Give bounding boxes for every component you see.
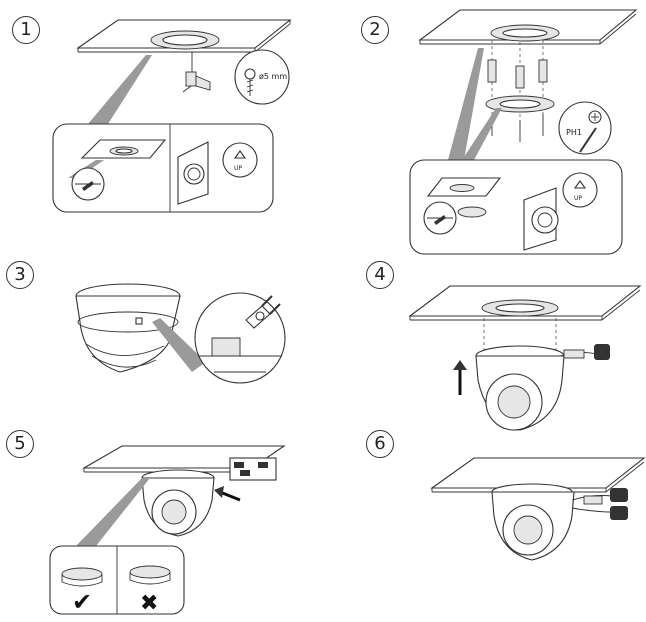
step-3-number: 3 — [6, 261, 34, 289]
drill-size-label: ø5 mm — [259, 72, 287, 81]
step-1-number: 1 — [12, 16, 40, 44]
step-6-illustration — [430, 457, 646, 561]
step-2-number: 2 — [361, 16, 389, 44]
up-label-2: UP — [574, 195, 582, 202]
anchors — [487, 59, 548, 89]
step-3-illustration — [75, 283, 286, 384]
screwdriver-label: PH1 — [566, 128, 582, 137]
up-label-1: UP — [234, 165, 242, 172]
cross-mark: ✖ — [140, 591, 158, 616]
step-1-illustration: ø5 mm UP — [52, 19, 292, 213]
check-mark: ✔ — [72, 588, 92, 616]
step-6-number: 6 — [366, 430, 394, 458]
step-5-illustration: ✔ ✖ — [49, 445, 286, 616]
step-4-illustration — [408, 285, 642, 431]
step-2-illustration: PH1 UP — [409, 9, 638, 255]
step-4-number: 4 — [366, 261, 394, 289]
step-5-number: 5 — [6, 430, 34, 458]
